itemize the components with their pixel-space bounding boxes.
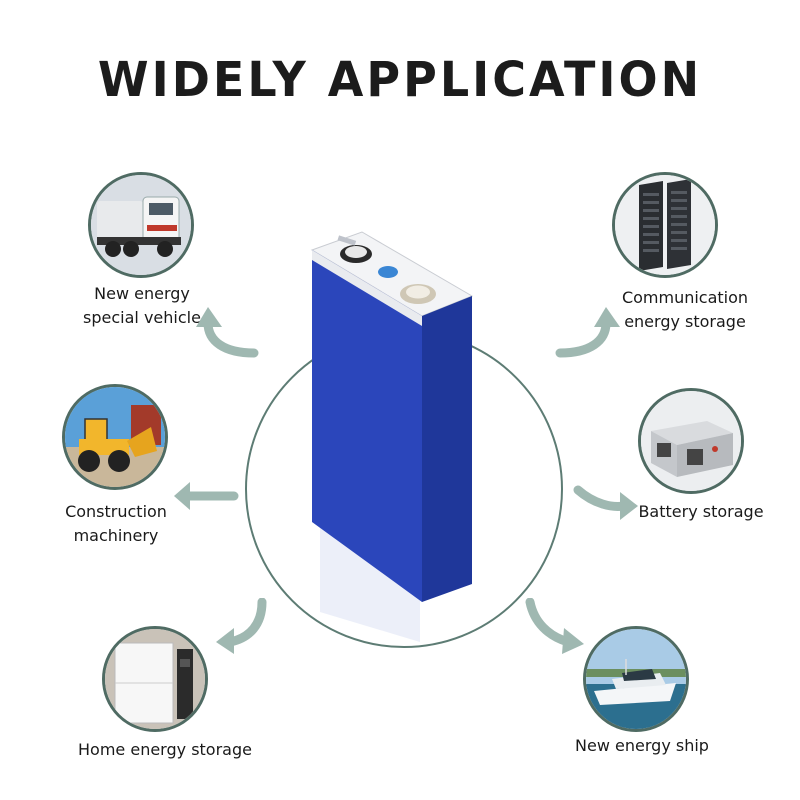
label-communication-storage: Communication energy storage (621, 288, 749, 331)
arrow-to-home-storage (216, 598, 267, 654)
wheel-loader-icon (65, 387, 165, 487)
arrow-to-construction (174, 482, 239, 510)
label-new-energy-ship: New energy ship (575, 736, 709, 755)
label-battery-storage: Battery storage (638, 502, 764, 521)
arrow-to-new-energy-ship (525, 598, 584, 654)
label-special-vehicle: New energy special vehicle (83, 284, 201, 327)
home-storage-cabinet-icon (105, 629, 205, 729)
battery-module-icon (641, 391, 741, 491)
arrow-to-communication (555, 307, 620, 358)
battery-cell-icon (310, 231, 474, 642)
page-title: WIDELY APPLICATION (97, 50, 703, 108)
battery-rack-icon (615, 175, 715, 275)
thumb-communication-storage (612, 172, 718, 278)
thumb-construction-machinery (62, 384, 168, 490)
yacht-icon (586, 629, 686, 729)
thumb-special-vehicle (88, 172, 194, 278)
prismatic-battery-cell-image (290, 222, 490, 642)
label-home-energy-storage: Home energy storage (78, 740, 252, 759)
thumb-home-energy-storage (102, 626, 208, 732)
thumb-battery-storage (638, 388, 744, 494)
label-construction-machinery: Construction machinery (65, 502, 167, 545)
thumb-new-energy-ship (583, 626, 689, 732)
arrow-to-special-vehicle (196, 307, 259, 358)
arrow-to-battery-storage (573, 485, 638, 520)
truck-icon (91, 175, 191, 275)
